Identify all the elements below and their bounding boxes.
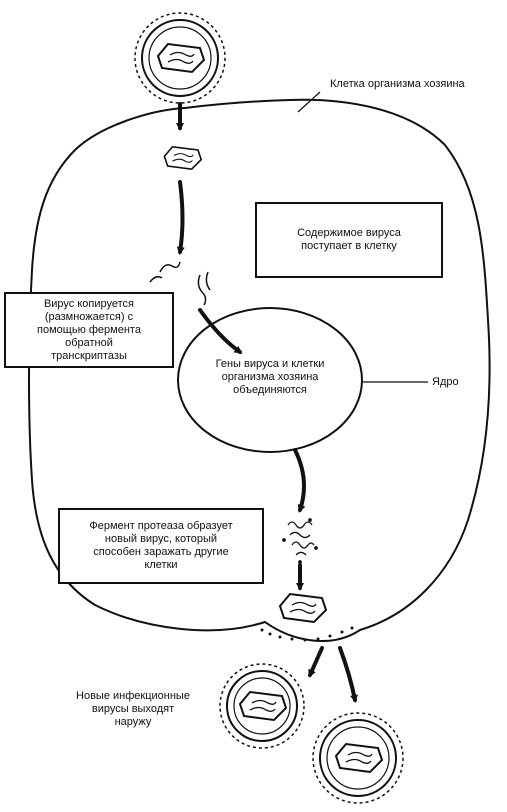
virus-copies-line: Вирус копируется [43,297,135,310]
nucleus-label: Ядро [432,376,459,388]
virus-copies-line: (размножается) с [44,310,134,323]
genes-merge-label: Гены вируса и клетки организма хозяина о… [190,358,350,397]
new-virus-rna-icon [282,518,318,564]
protease-line: Фермент протеаза образует [89,520,233,532]
budding-capsid-icon [279,593,327,623]
genes-merge-line: организма хозяина [221,371,319,383]
virus-copies-line: помощью фермента [37,323,141,336]
new-viruses-label: Новые инфекционные вирусы выходят наружу [58,690,208,729]
host-cell-label: Клетка организма хозяина [330,78,465,90]
protease-line: клетки [144,559,178,571]
new-viruses-line: наружу [114,716,152,728]
protease-line: способен заражать другие [93,546,229,558]
virus-enters-line: Содержимое вируса [297,227,401,239]
nucleus-membrane [177,307,363,453]
new-viruses-line: Новые инфекционные [76,690,190,702]
capsid-icon [163,146,202,170]
released-virus-icon [312,712,404,804]
reverse-transcriptase-box: Вирус копируется (размножается) с помощь… [4,292,174,368]
virus-particle-icon [134,12,226,104]
membrane-budding-spots [260,626,354,642]
host-cell-membrane [28,98,491,642]
virus-copies-line: транскриптазы [51,349,127,362]
virus-copies-line: обратной [65,336,113,349]
protease-box: Фермент протеаза образует новый вирус, к… [58,508,264,584]
new-viruses-line: вирусы выходят [91,703,175,715]
released-virus-icon [219,663,305,749]
genes-merge-line: объединяются [233,384,307,396]
virus-enters-box: Содержимое вируса поступает в клетку [255,202,443,278]
protease-line: новый вирус, который [104,533,218,545]
host-cell-leader [297,91,321,113]
genes-merge-line: Гены вируса и клетки [215,358,325,370]
virus-enters-line: поступает в клетку [301,240,397,252]
arrow-icon [176,102,358,703]
rna-strand-icon [149,261,211,306]
